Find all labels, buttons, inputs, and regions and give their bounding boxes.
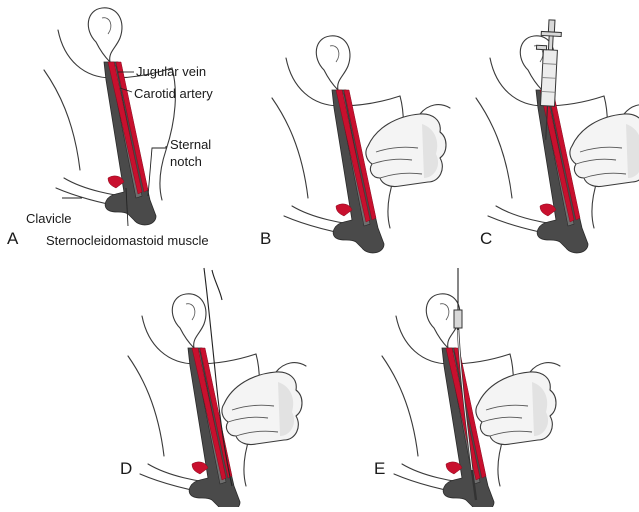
- label-jugular-vein: Jugular vein: [136, 64, 207, 79]
- label-sternocleidomastoid-muscle: Sternocleidomastoid muscle: [46, 233, 209, 248]
- guidewire-d: [203, 267, 233, 487]
- label-carotid-artery: Carotid artery: [134, 86, 213, 101]
- panel-e-drawing: [381, 293, 561, 512]
- panel-letter-c: C: [480, 229, 493, 248]
- panel-b-drawing: [271, 35, 451, 254]
- label-leaders: [62, 71, 167, 227]
- panel-letter-a: A: [7, 229, 19, 248]
- panel-c-drawing: [475, 35, 639, 254]
- panel-d-drawing: [127, 293, 307, 512]
- label-sternal-notch-line1: Sternal: [170, 137, 212, 152]
- panel-a-drawing: [43, 7, 176, 226]
- panel-letter-b: B: [260, 229, 272, 248]
- catheter-e: [453, 268, 478, 501]
- label-sternal-notch-line2: notch: [170, 154, 202, 169]
- panel-letter-e: E: [374, 459, 386, 478]
- panel-letter-d: D: [120, 459, 133, 478]
- label-clavicle: Clavicle: [26, 211, 72, 226]
